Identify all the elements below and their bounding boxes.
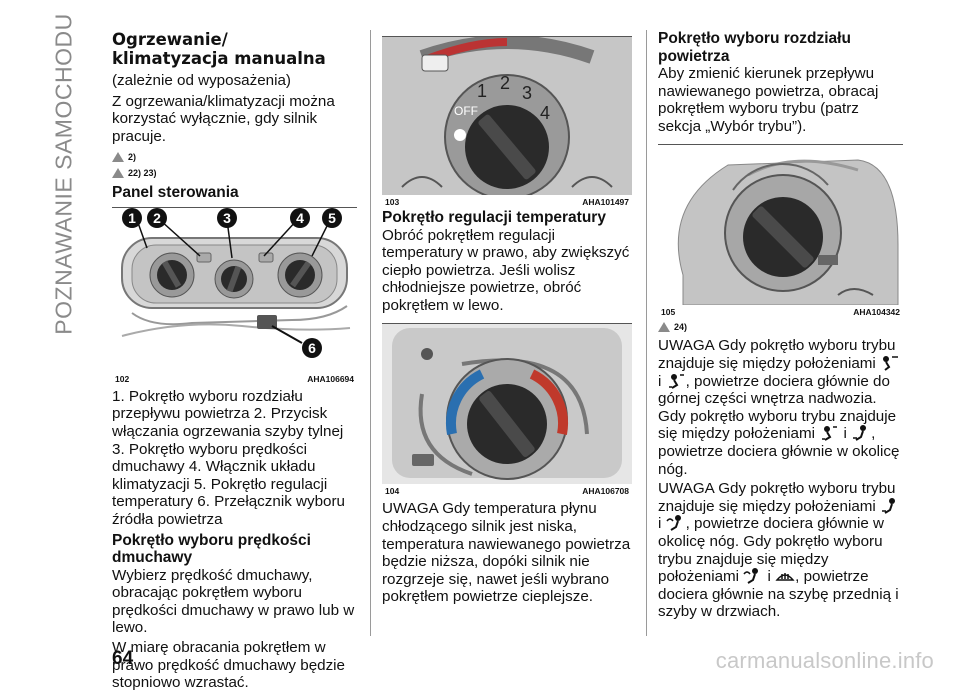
figure-code: AHA104342 [853, 307, 900, 318]
blower-speed-paragraph-2: W miarę obracania pokrętłem w prawo pręd… [112, 639, 345, 692]
foot-vent-icon [853, 425, 867, 442]
warning-ref-1: 2) [112, 149, 357, 165]
figure-number: 105 [661, 307, 676, 318]
svg-text:6: 6 [308, 340, 316, 356]
control-panel-illustration: 1 2 3 4 5 6 [121, 207, 351, 358]
figure-105: 105 AHA104342 [658, 145, 903, 317]
column-divider [370, 30, 371, 636]
figure-top-rule [658, 144, 903, 146]
dial-label-3: 3 [522, 83, 532, 103]
warning-ref-2: 22) 23) [112, 165, 357, 181]
intro-paragraph: Z ogrzewania/klimatyzacji można korzysta… [112, 92, 335, 145]
section-side-title: POZNAWANIE SAMOCHODU [44, 13, 84, 335]
page-number: 64 [112, 648, 134, 669]
warning-triangle-icon [112, 168, 124, 179]
watermark: carmanualsonline.info [715, 648, 934, 673]
warning-ref-3: 24) [658, 319, 903, 335]
callout-1: 1 [122, 207, 142, 228]
dial-label-4: 4 [540, 103, 550, 123]
dial-label-1: 1 [477, 81, 487, 101]
distribution-title: Pokrętło wyboru rozdziału powietrza [658, 30, 851, 65]
callout-6: 6 [302, 337, 322, 358]
figure-number: 104 [385, 486, 400, 497]
fan-icon [454, 129, 466, 141]
figure-number: 102 [115, 373, 130, 384]
figure-102: 1 2 3 4 5 6 102 AHA106694 [112, 207, 357, 384]
callout-3: 3 [217, 207, 237, 228]
foot-vent-icon [882, 497, 896, 514]
svg-text:2: 2 [153, 210, 161, 226]
section-heading-2: klimatyzacja manualna [112, 49, 326, 68]
distribution-paragraph: Aby zmienić kierunek przepływu nawiewane… [658, 65, 879, 135]
figure-number: 103 [385, 197, 400, 207]
side-title-text: POZNAWANIE SAMOCHODU [50, 13, 77, 335]
dial-label-2: 2 [500, 73, 510, 93]
figure-caption: 102 AHA106694 [112, 374, 357, 384]
temperature-dial-illustration [382, 324, 632, 485]
dial-label-off: OFF [454, 104, 478, 118]
figure-caption: 103 AHA101497 [382, 197, 632, 207]
figure-caption: 105 AHA104342 [658, 307, 903, 317]
callout-5: 5 [322, 207, 342, 228]
face-foot-vent-icon [822, 426, 838, 442]
panel-title: Panel sterowania [112, 184, 239, 202]
svg-text:1: 1 [128, 210, 136, 226]
figure-code: AHA106694 [307, 373, 354, 384]
column-divider [646, 30, 647, 636]
temperature-title: Pokrętło regulacji temperatury [382, 209, 606, 226]
column-3: Pokrętło wyboru rozdziału powietrza Aby … [658, 30, 903, 621]
svg-text:5: 5 [328, 210, 336, 226]
section-heading-1: Ogrzewanie/ [112, 30, 228, 49]
windshield-defrost-icon [775, 573, 795, 581]
mode-dial-illustration [658, 145, 903, 306]
svg-text:4: 4 [296, 210, 304, 226]
blower-speed-title: Pokrętło wyboru prędkości dmuchawy [112, 531, 311, 567]
column-1: Ogrzewanie/ klimatyzacja manualna (zależ… [112, 30, 357, 692]
callout-4: 4 [290, 207, 310, 228]
temperature-paragraph: Obróć pokrętłem regulacji temperatury w … [382, 226, 630, 314]
foot-defrost-vent-icon [666, 515, 681, 532]
foot-defrost-vent-icon [743, 568, 759, 584]
svg-text:3: 3 [223, 210, 231, 226]
figure-top-rule [382, 323, 632, 325]
figure-103: OFF 1 2 3 4 103 AHA101497 [382, 37, 632, 207]
callout-2: 2 [147, 207, 167, 228]
figure-code: AHA101497 [582, 197, 629, 207]
snowflake-icon [421, 348, 433, 361]
figure-top-rule [112, 206, 357, 208]
mode-note-2: UWAGA Gdy pokrętło wyboru trybu znajduje… [658, 480, 899, 621]
mode-note-1: UWAGA Gdy pokrętło wyboru trybu znajduje… [658, 337, 900, 478]
blower-dial-illustration: OFF 1 2 3 4 [382, 37, 632, 195]
figure-code: AHA106708 [582, 486, 629, 497]
availability-note: (zależnie od wyposażenia) [112, 72, 291, 89]
blower-speed-paragraph-1: Wybierz prędkość dmuchawy, obracając pok… [112, 566, 355, 637]
control-list: 1. Pokrętło wyboru rozdziału przepływu p… [112, 387, 345, 529]
figure-104: 104 AHA106708 [382, 324, 632, 496]
figure-caption: 104 AHA106708 [382, 486, 632, 496]
face-foot-vent-icon [668, 373, 684, 389]
face-vent-icon [883, 355, 899, 371]
coolant-note: UWAGA Gdy temperatura płynu chłodzącego … [382, 500, 631, 606]
warning-triangle-icon [112, 152, 124, 163]
warning-triangle-icon [658, 322, 670, 333]
column-2: OFF 1 2 3 4 103 AHA101497 Pokrętło regul… [382, 30, 632, 606]
